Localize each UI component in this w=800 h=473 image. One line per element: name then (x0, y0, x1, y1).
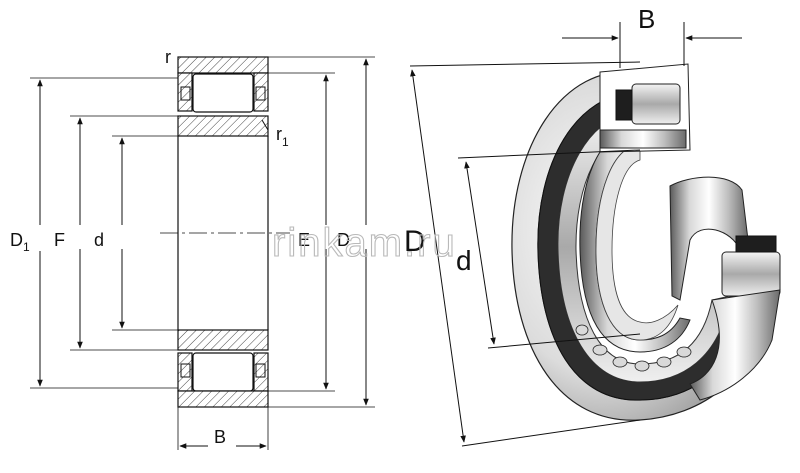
roller-bottom (192, 352, 254, 392)
cage-rollers (575, 324, 692, 372)
label-B: B (214, 427, 226, 447)
extension-lines (30, 56, 375, 450)
inner-ring-bottom-section (177, 329, 269, 351)
cage-bottom-right (255, 363, 266, 378)
cage-top-right (255, 86, 266, 101)
label-d-persp: d (456, 245, 472, 276)
cage-bottom-left (180, 363, 191, 378)
section-view: D1 F d E D B r r1 (10, 47, 378, 456)
label-D-persp: D (404, 225, 426, 258)
right-cage (735, 235, 777, 253)
inner-ring-top-section (177, 115, 269, 137)
label-r1: r1 (276, 124, 289, 149)
right-outer-section (689, 289, 781, 401)
bore-surface (595, 144, 679, 341)
upper-cage (615, 89, 633, 121)
leader-r1 (261, 119, 269, 131)
dim-d-persp (464, 161, 496, 345)
outer-ring-top-section (177, 56, 269, 74)
perspective-dimensions (409, 22, 742, 447)
roller-top (192, 73, 254, 113)
upper-roller (631, 83, 681, 125)
label-r: r (165, 47, 171, 67)
right-roller (721, 251, 781, 297)
label-B-persp: B (638, 4, 655, 34)
cage-top-left (180, 86, 191, 101)
dim-D-persp (410, 69, 466, 443)
outer-ring-bottom-section (177, 390, 269, 408)
label-E: E (298, 230, 310, 250)
label-F: F (54, 230, 65, 250)
upper-inner-ring (599, 129, 687, 149)
watermark-text: rinkam.ru (272, 221, 457, 265)
label-D1: D1 (10, 230, 30, 254)
perspective-view: B D d (404, 4, 781, 447)
label-D: D (337, 230, 350, 250)
label-d: d (94, 230, 104, 250)
